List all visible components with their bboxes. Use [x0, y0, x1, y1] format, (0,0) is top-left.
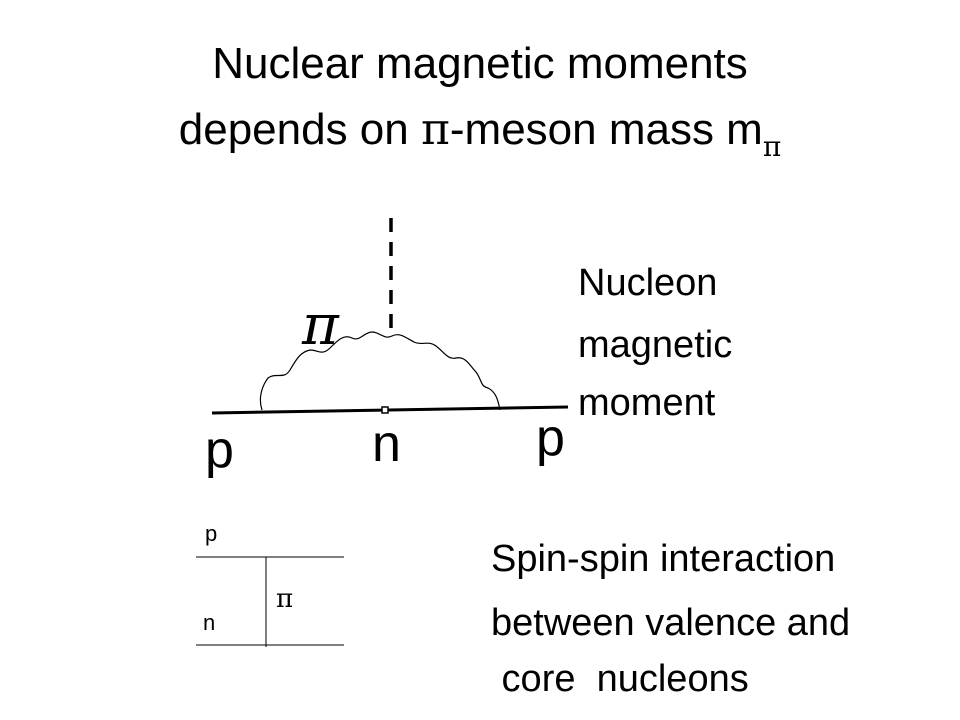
proton-left-label: p — [205, 421, 234, 479]
small-diagram-n-label: n — [203, 610, 216, 635]
pion-wavy-line — [259, 331, 501, 411]
neutron-label: n — [372, 415, 401, 473]
small-diagram-p-label: p — [205, 521, 218, 546]
title-pi-symbol: π — [420, 104, 450, 155]
nucleon-moment-line-3: moment — [578, 382, 716, 424]
title-line-2-prefix: depends on — [178, 105, 421, 154]
title-pi-subscript: π — [762, 130, 782, 163]
pion-label: π — [302, 293, 339, 358]
nucleon-moment-line-2: magnetic — [578, 324, 733, 366]
spin-note-line-2: between valence and — [491, 602, 851, 644]
small-diagram-pi-label: π — [276, 584, 294, 614]
vertex-marker — [381, 406, 389, 414]
title-line-2-middle: -meson mass m — [449, 105, 763, 154]
title-line-1: Nuclear magnetic moments — [212, 39, 748, 88]
proton-right-label: p — [536, 409, 565, 467]
nucleon-line — [211, 405, 569, 415]
spin-note-line-3: core nucleons — [491, 658, 749, 700]
title-line-2: depends on π-meson mass mπ — [0, 105, 960, 161]
spin-note-line-1: Spin-spin interaction — [491, 538, 836, 580]
nucleon-moment-line-1: Nucleon — [578, 262, 718, 304]
